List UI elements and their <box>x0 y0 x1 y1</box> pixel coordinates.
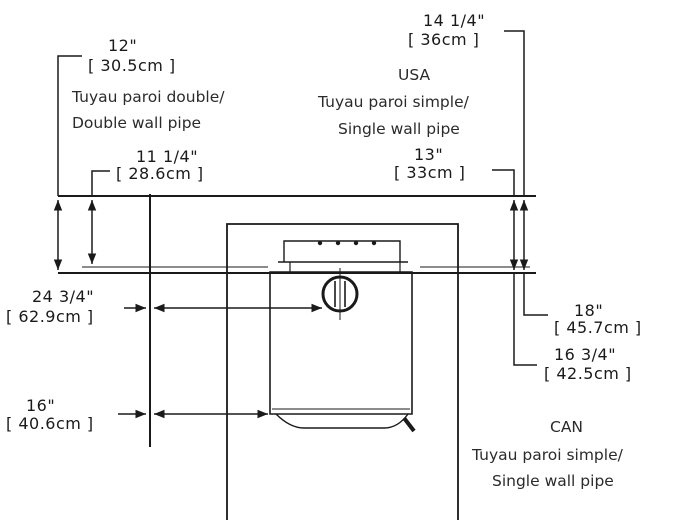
note-can-line1: Tuyau paroi simple/ <box>472 446 623 464</box>
dim-leader-14in <box>504 30 525 196</box>
floor-protector-outline <box>226 223 459 520</box>
label-14in-imperial: 14 1/4" <box>423 11 486 30</box>
note-usa-line2: Single wall pipe <box>338 120 460 138</box>
stove-heat-shield <box>283 240 401 262</box>
label-11in-metric: [ 28.6cm ] <box>116 164 204 183</box>
label-12in-metric: [ 30.5cm ] <box>88 56 176 75</box>
note-double-wall-line2: Double wall pipe <box>72 114 202 132</box>
label-13in-imperial: 13" <box>414 145 444 164</box>
note-double-wall-line1: Tuyau paroi double/ <box>72 88 225 106</box>
label-12in-imperial: 12" <box>108 36 138 55</box>
label-14in-metric: [ 36cm ] <box>408 30 480 49</box>
label-18in-imperial: 18" <box>574 301 604 320</box>
note-usa-region: USA <box>398 66 431 84</box>
dim-leader-12in <box>57 55 82 196</box>
stove-body <box>269 271 413 415</box>
label-18in-metric: [ 45.7cm ] <box>554 318 642 337</box>
dim-leader-18in <box>523 273 548 316</box>
label-16-3-4in-imperial: 16 3/4" <box>554 345 617 364</box>
dim-leader-13in <box>492 169 515 196</box>
stove-leg-right <box>402 416 416 433</box>
label-16in-metric: [ 40.6cm ] <box>6 414 94 433</box>
label-13in-metric: [ 33cm ] <box>394 163 466 182</box>
label-16-3-4in-metric: [ 42.5cm ] <box>544 364 632 383</box>
label-16in-imperial: 16" <box>26 396 56 415</box>
stove-base <box>275 413 409 429</box>
dim-leader-11in <box>91 170 110 196</box>
label-24in-imperial: 24 3/4" <box>32 287 95 306</box>
note-can-line2: Single wall pipe <box>492 472 614 490</box>
label-11in-imperial: 11 1/4" <box>136 147 199 166</box>
dim-leader-16-3-4in <box>513 273 537 366</box>
label-24in-metric: [ 62.9cm ] <box>6 307 94 326</box>
note-usa-line1: Tuyau paroi simple/ <box>318 93 469 111</box>
note-can-region: CAN <box>550 418 584 436</box>
